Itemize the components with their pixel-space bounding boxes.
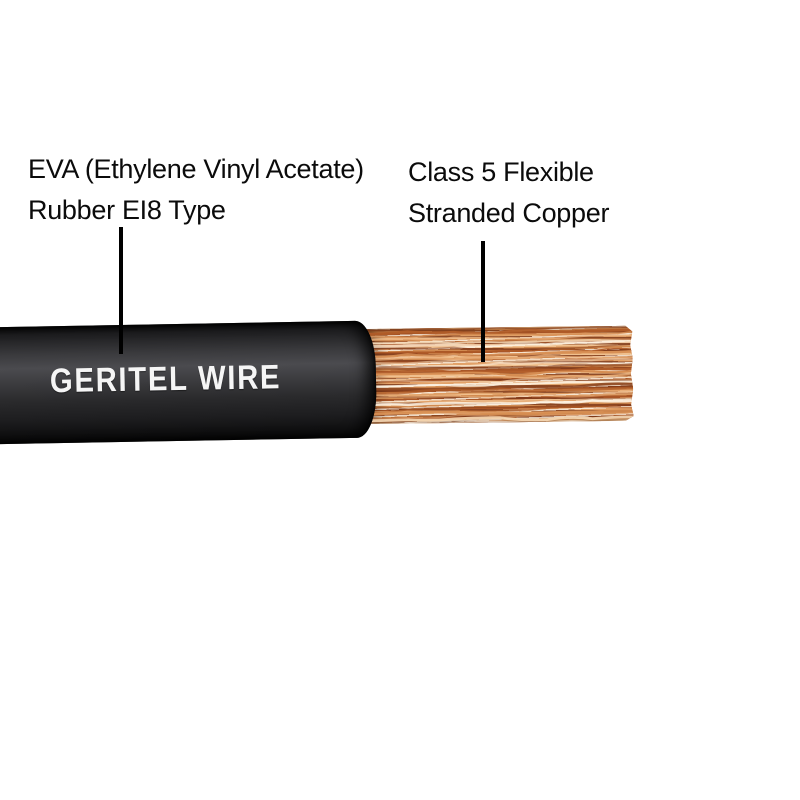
- jacket-material-label: EVA (Ethylene Vinyl Acetate) Rubber EI8 …: [28, 149, 364, 231]
- brand-print: GERITEL WIRE: [49, 358, 282, 401]
- conductor-material-label-line2: Stranded Copper: [408, 198, 610, 228]
- conductor-material-label-line1: Class 5 Flexible: [408, 157, 594, 187]
- jacket-material-label-line2: Rubber EI8 Type: [28, 195, 226, 225]
- copper-strands-svg: [361, 325, 633, 425]
- jacket-pointer-line: [119, 227, 123, 354]
- conductor-material-label: Class 5 Flexible Stranded Copper: [408, 152, 609, 234]
- cable-jacket: GERITEL WIRE: [0, 320, 377, 445]
- conductor-pointer-line: [481, 241, 485, 362]
- jacket-material-label-line1: EVA (Ethylene Vinyl Acetate): [28, 154, 364, 184]
- copper-strands: [361, 325, 633, 425]
